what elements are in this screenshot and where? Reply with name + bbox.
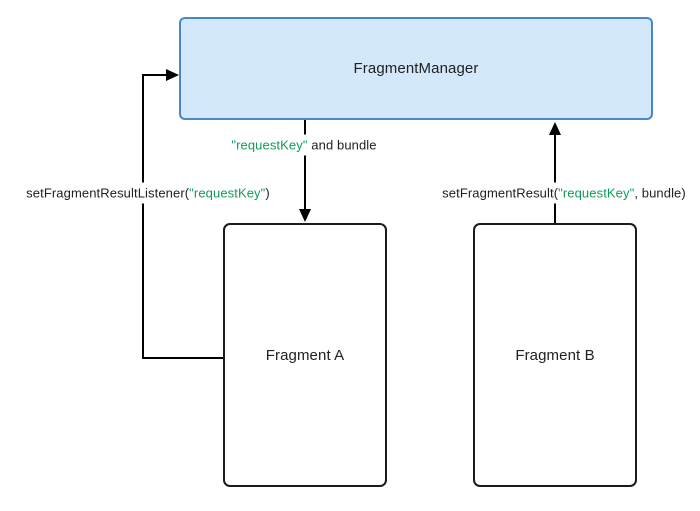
listener-call-prefix: setFragmentResultListener( bbox=[26, 185, 190, 201]
set-fragment-result-listener-label: setFragmentResultListener("requestKey") bbox=[22, 182, 274, 204]
arrowhead-right bbox=[166, 69, 179, 81]
request-key-literal: "requestKey" bbox=[558, 185, 635, 201]
arrowhead-up bbox=[549, 122, 561, 135]
request-key-literal: "requestKey" bbox=[231, 137, 308, 153]
request-key-bundle-label: "requestKey" and bundle bbox=[227, 134, 381, 156]
result-call-prefix: setFragmentResult( bbox=[442, 185, 559, 201]
result-call-suffix: , bundle) bbox=[634, 185, 686, 201]
fragment-manager-label: FragmentManager bbox=[353, 60, 479, 77]
request-key-literal: "requestKey" bbox=[189, 185, 266, 201]
and-bundle-text: and bundle bbox=[307, 137, 377, 153]
arrowhead-down bbox=[299, 209, 311, 222]
fragment-b-label: Fragment B bbox=[515, 346, 595, 364]
fragment-b-node: Fragment B bbox=[473, 223, 637, 487]
fragment-manager-node: FragmentManager bbox=[179, 17, 653, 120]
listener-call-suffix: ) bbox=[265, 185, 270, 201]
fragment-a-node: Fragment A bbox=[223, 223, 387, 487]
set-fragment-result-label: setFragmentResult("requestKey", bundle) bbox=[438, 182, 690, 204]
set-result-arrow bbox=[549, 122, 561, 223]
fragment-a-label: Fragment A bbox=[265, 346, 345, 364]
